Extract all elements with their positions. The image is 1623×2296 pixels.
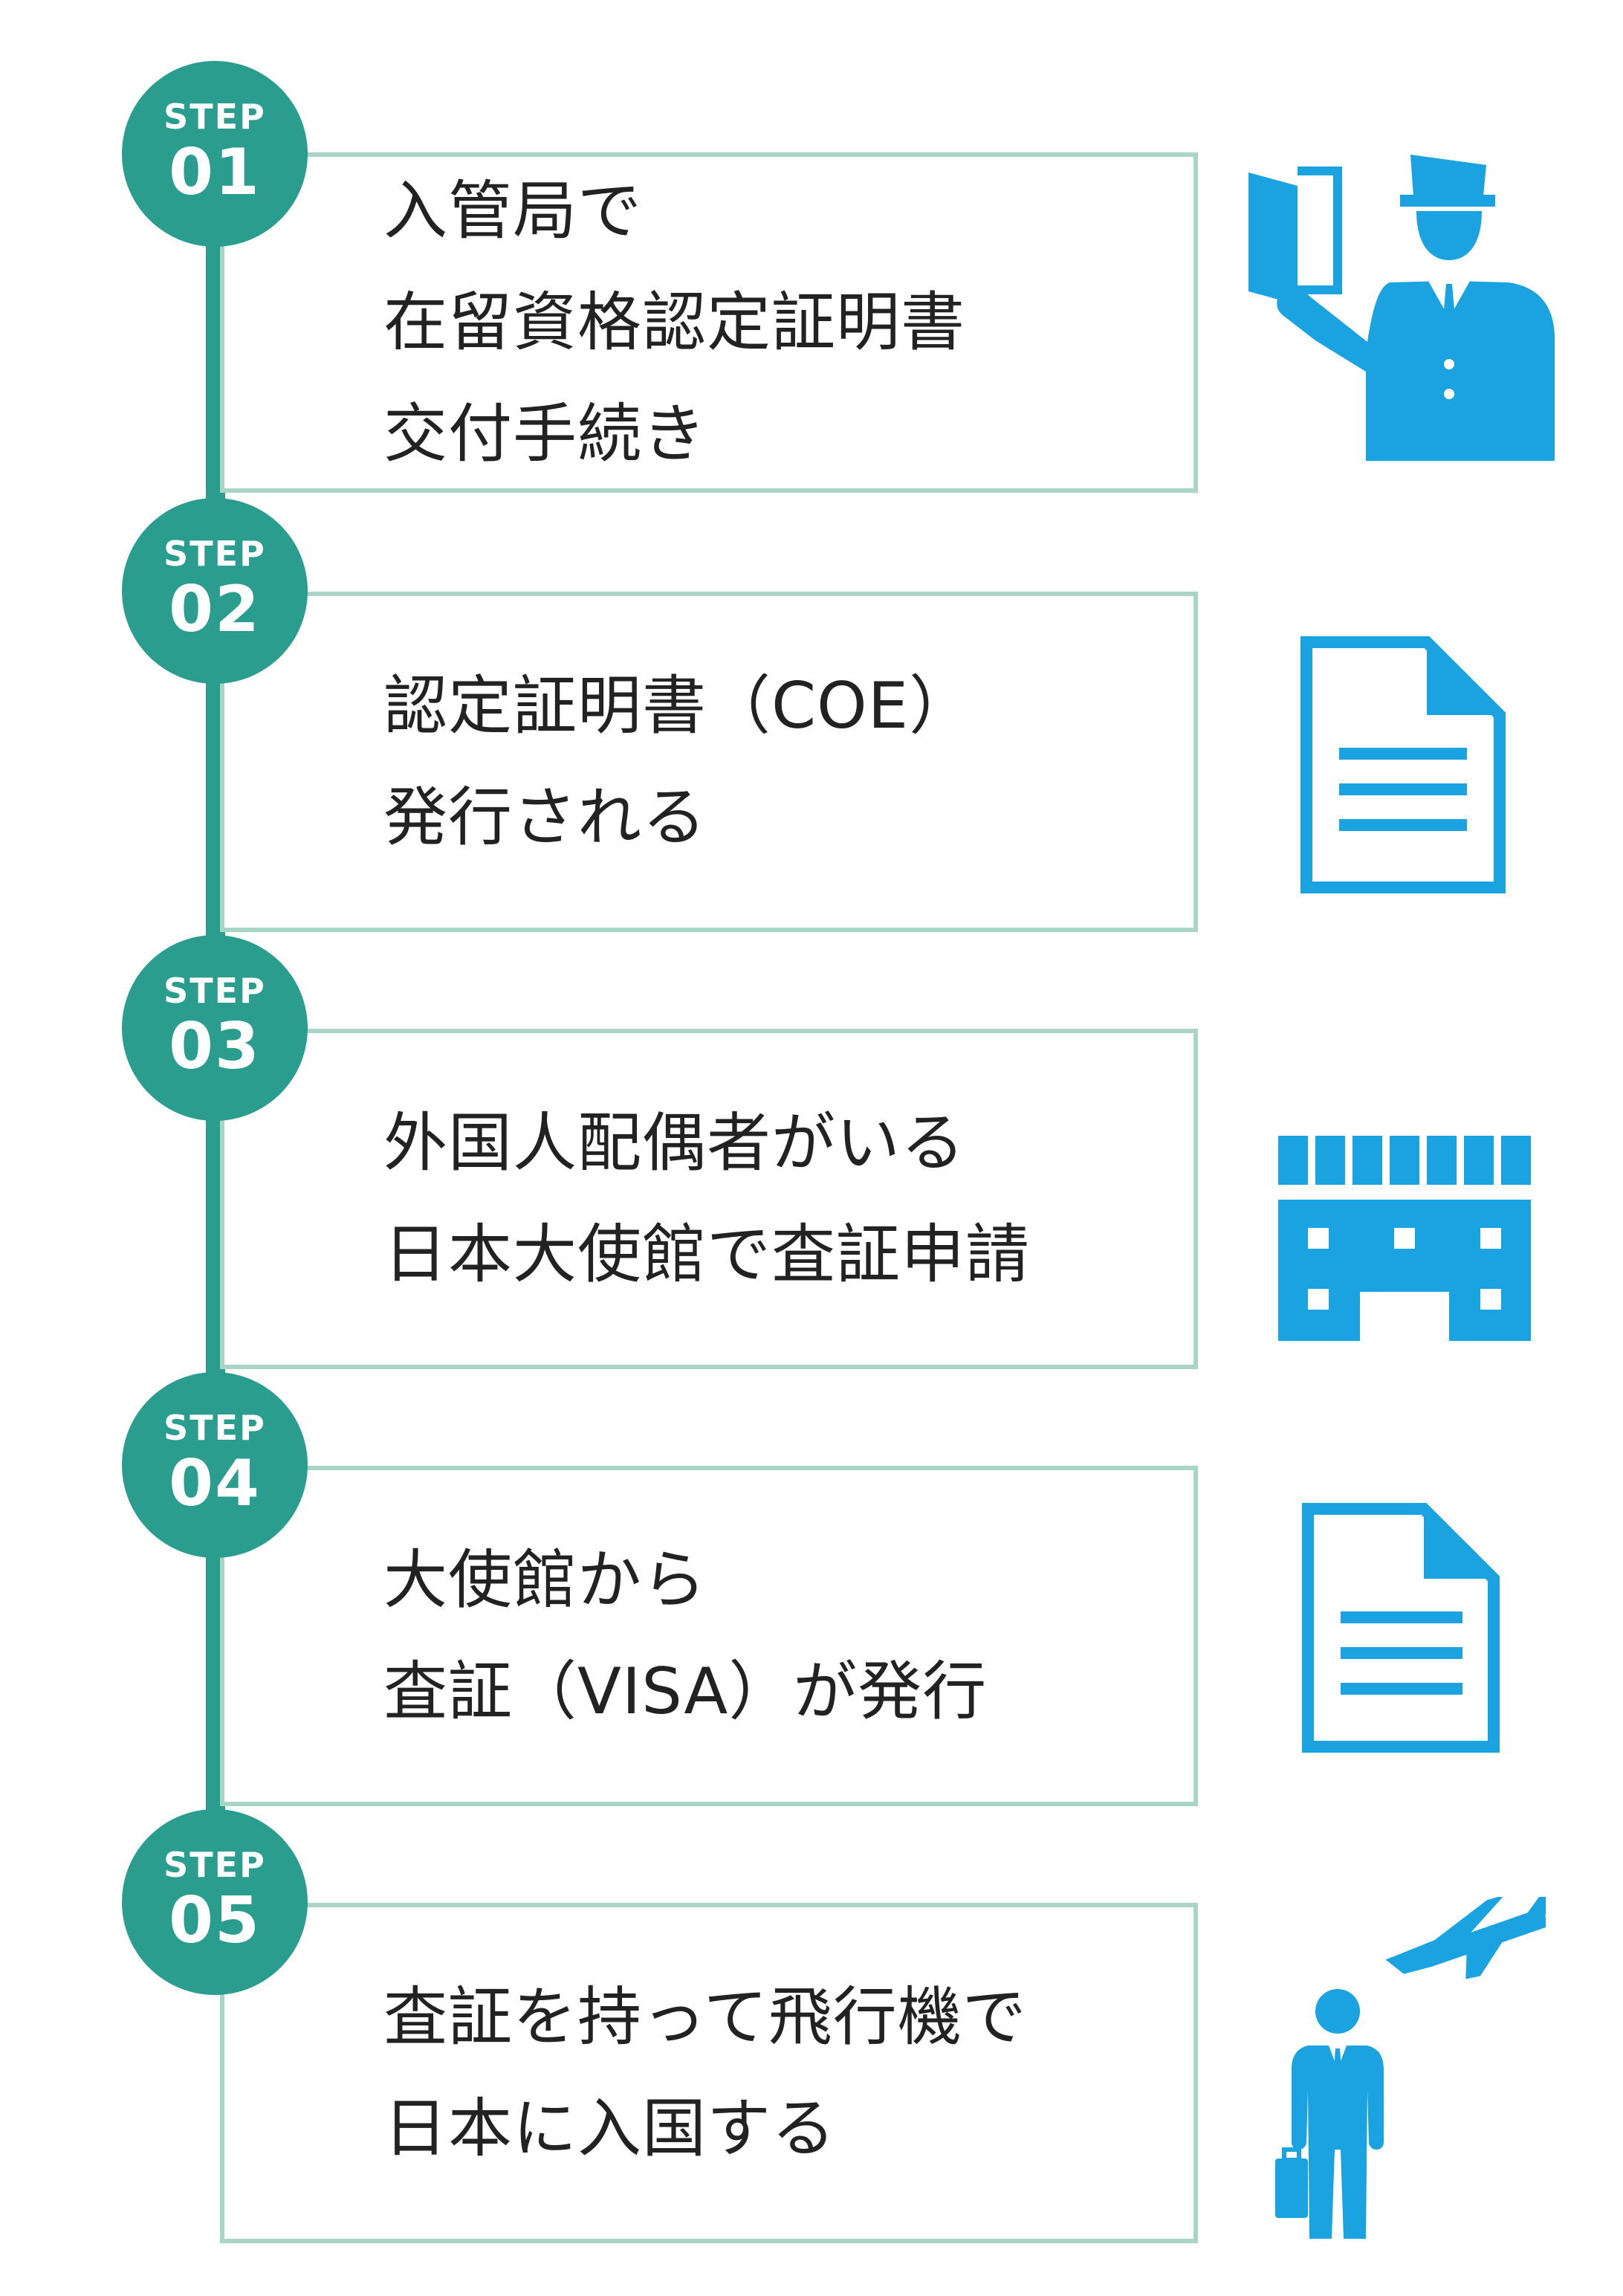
step-badge: STEP 04: [122, 1372, 308, 1558]
step-badge: STEP 03: [122, 935, 308, 1121]
step-label: STEP: [163, 534, 266, 574]
step-text: 大使館から 査証（VISA）が発行: [383, 1470, 1179, 1802]
document-icon: [1300, 636, 1506, 893]
step-box: 外国人配偶者がいる 日本大使館で査証申請: [220, 1029, 1198, 1369]
step-box: 査証を持って飛行機で 日本に入国する: [220, 1903, 1198, 2243]
step-line: 日本に入国する: [383, 2092, 836, 2166]
step-text: 認定証明書（COE） 発行される: [383, 596, 1179, 928]
step-line: 査証（VISA）が発行: [383, 1655, 988, 1729]
step-box: 認定証明書（COE） 発行される: [220, 592, 1198, 932]
step-box: 大使館から 査証（VISA）が発行: [220, 1466, 1198, 1806]
step-number: 01: [169, 135, 261, 210]
step-label: STEP: [163, 1845, 266, 1885]
step-number: 05: [169, 1883, 261, 1958]
step-text: 査証を持って飛行機で 日本に入国する: [383, 1907, 1179, 2239]
step-line: 日本大使館で査証申請: [383, 1217, 1030, 1292]
step-number: 02: [169, 572, 261, 647]
step-box: 入管局で 在留資格認定証明書 交付手続き: [220, 152, 1198, 493]
step-badge: STEP 01: [122, 61, 308, 247]
step-line: 発行される: [383, 780, 707, 855]
step-03: 外国人配偶者がいる 日本大使館で査証申請 STEP 03: [0, 874, 1623, 1369]
step-label: STEP: [163, 1408, 266, 1448]
step-text: 入管局で 在留資格認定証明書 交付手続き: [383, 157, 1179, 488]
step-line: 外国人配偶者がいる: [383, 1106, 965, 1180]
step-02: 認定証明書（COE） 発行される STEP 02: [0, 437, 1623, 932]
step-number: 03: [169, 1009, 261, 1084]
step-line: 交付手続き: [383, 397, 707, 471]
step-line: 大使館から: [383, 1543, 707, 1617]
step-text: 外国人配偶者がいる 日本大使館で査証申請: [383, 1033, 1179, 1365]
step-badge: STEP 02: [122, 498, 308, 684]
step-05: 査証を持って飛行機で 日本に入国する STEP 05: [0, 1748, 1623, 2243]
step-line: 認定証明書（COE）: [383, 669, 974, 743]
step-label: STEP: [163, 97, 266, 137]
step-01: 入管局で 在留資格認定証明書 交付手続き STEP 01: [0, 0, 1623, 493]
step-line: 査証を持って飛行機で: [383, 1980, 1027, 2054]
step-line: 在留資格認定証明書: [383, 285, 965, 360]
step-number: 04: [169, 1446, 261, 1521]
step-04: 大使館から 査証（VISA）が発行 STEP 04: [0, 1311, 1623, 1806]
embassy-building-icon: [1278, 1136, 1531, 1341]
step-line: 入管局で: [383, 174, 642, 248]
step-badge: STEP 05: [122, 1809, 308, 1995]
immigration-officer-icon: [1234, 149, 1561, 468]
step-label: STEP: [163, 971, 266, 1011]
document-icon: [1302, 1503, 1500, 1753]
traveler-airplane-icon: [1263, 1897, 1546, 2246]
